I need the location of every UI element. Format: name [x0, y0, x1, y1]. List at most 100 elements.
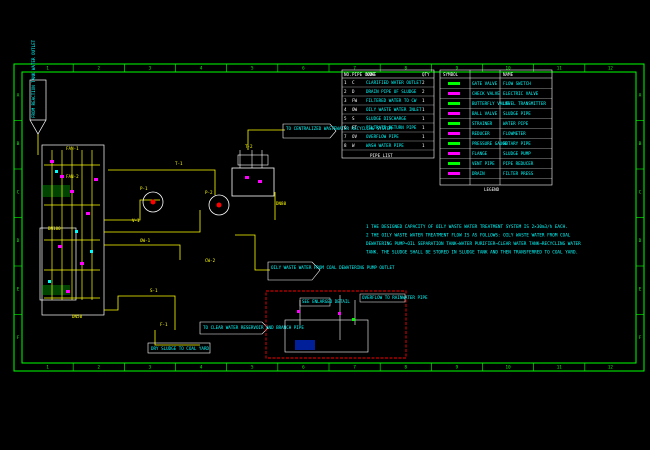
legend-header-cell: NAME [503, 72, 514, 77]
legend-cell: BALL VALVE [472, 111, 498, 116]
pipe-list-header-cell: PIPE CODE [352, 72, 375, 77]
detail-text-1: SEE ENLARGED DETAIL [302, 299, 350, 304]
grid-letter-right: F [639, 335, 642, 340]
pipe-list-cell: DRAIN PIPE OF SLUDGE [366, 89, 417, 94]
grid-number-bottom: 7 [353, 365, 356, 370]
bottom-flow-text: TO CLEAR WATER RESERVOIR AND BRANCH PIPE [203, 325, 304, 330]
filter-units [39, 144, 105, 316]
note-line: 2 THE OILY WASTE WATER TREATMENT FLOW IS… [366, 233, 571, 239]
detail-text-2: OVERFLOW TO RAINWATER PIPE [362, 295, 428, 300]
grid-number-top: 7 [353, 66, 356, 71]
legend-cell: PRESSURE GAUGE [472, 141, 508, 146]
legend-cell: ELECTRIC VALVE [503, 91, 539, 96]
process-pipes [104, 129, 285, 346]
grid-number-top: 1 [46, 66, 49, 71]
pipe-list-cell: 4 [344, 107, 347, 112]
pipe-list-cell: 8 [344, 143, 347, 148]
grid-number-top: 8 [404, 66, 407, 71]
legend-cell: FILTER PRESS [503, 171, 534, 176]
pipe-list-cell: CLARIFIED WATER OUTLET [366, 80, 422, 85]
equipment-label: V-1 [132, 218, 140, 223]
grid-number-bottom: 12 [608, 365, 614, 370]
legend-cell: DRAIN [472, 171, 485, 176]
pipe-list-cell: 6 [344, 125, 347, 130]
pipe-list-caption: PIPE LIST [370, 153, 393, 158]
grid-number-bottom: 9 [456, 365, 459, 370]
grid-number-bottom: 11 [557, 365, 563, 370]
grid-number-top: 3 [149, 66, 152, 71]
equipment-label: CW-2 [205, 258, 216, 263]
grid-number-top: 4 [200, 66, 203, 71]
grid-number-top: 2 [97, 66, 100, 71]
grid-number-top: 11 [557, 66, 563, 71]
notes: 1 THE DESIGNED CAPACITY OF OILY WASTE WA… [366, 224, 581, 256]
grid-letter-right: A [639, 92, 642, 97]
pipe-list-header-cell: QTY [422, 72, 430, 77]
pipe-list-cell: 1 [422, 143, 425, 148]
equipment-labels: FAN-1FAN-2P-1P-2T-1T-2V-1OW-1CW-2S-1F-1D… [48, 144, 287, 327]
grid-number-top: 12 [608, 66, 614, 71]
pipe-list-cell: SLUDGE DISCHARGE [366, 116, 407, 121]
grid-number-bottom: 1 [46, 365, 49, 370]
legend-cell: REDUCER [472, 131, 490, 136]
equipment-label: DN50 [72, 314, 83, 319]
grid-ticks [14, 64, 644, 371]
pipe-list-cell: FILTERED WATER TO CW [366, 98, 417, 103]
sludge-label: DRY SLUDGE TO COAL YARD [147, 342, 211, 354]
pipe-list-cell: OW [352, 107, 358, 112]
flow-label-right: OILY WASTE WATER FROM COAL DEWATERING PU… [267, 261, 395, 281]
pipe-list-cell: WASH WATER PIPE [366, 143, 404, 148]
grid-letter-left: A [17, 92, 20, 97]
pipe-list-cell: D [352, 89, 355, 94]
enlarged-detail: SEE ENLARGED DETAIL OVERFLOW TO RAINWATE… [265, 290, 428, 359]
pipe-list-cell: FW [352, 98, 358, 103]
equipment-label: T-2 [245, 144, 253, 149]
pipe-list-cell: OV [352, 134, 358, 139]
equipment-label: DN100 [48, 226, 61, 231]
grid-letter-right: E [639, 286, 642, 291]
equipment-label: S-1 [150, 288, 158, 293]
flow-label-bottom: TO CLEAR WATER RESERVOIR AND BRANCH PIPE [199, 321, 304, 335]
reaction-tank: FROM REACTION TANK WATER OUTLET [29, 39, 47, 155]
grid-letter-left: E [17, 286, 20, 291]
grid-number-bottom: 8 [404, 365, 407, 370]
clear-water-tank [231, 150, 275, 197]
left-tank-label: FROM REACTION TANK WATER OUTLET [31, 39, 36, 118]
grid-letter-right: D [639, 238, 642, 243]
pipe-list-cell: 2 [344, 89, 347, 94]
equipment-label: P-2 [205, 190, 213, 195]
pipe-list-cell: W [352, 143, 355, 148]
legend-cell: FLOWMETER [503, 131, 526, 136]
pipe-list-cell: FILTRATE RETURN PIPE [366, 125, 417, 130]
legend-cell: FLOW SWITCH [503, 81, 531, 86]
legend-header-cell: SYMBOL [443, 72, 459, 77]
grid-letter-left: F [17, 335, 20, 340]
pipe-list-cell: OVERFLOW PIPE [366, 134, 399, 139]
pump-p-2 [208, 194, 230, 216]
top-flow-text: TO CENTRALIZED WASTEWATER RECYCLING SYST… [286, 126, 392, 131]
flow-label-top: TO CENTRALIZED WASTEWATER RECYCLING SYST… [282, 123, 392, 139]
legend-cell: BUTTERFLY VALVE [472, 101, 510, 106]
pipe-list-cell: 1 [422, 134, 425, 139]
pipe-list-cell: 1 [422, 116, 425, 121]
pipe-list-cell: 5 [344, 116, 347, 121]
equipment-label: FAN-1 [66, 146, 79, 151]
pipe-list-cell: 1 [422, 107, 425, 112]
grid-letter-right: C [639, 189, 642, 194]
grid-number-bottom: 2 [97, 365, 100, 370]
equipment-label: F-1 [160, 322, 168, 327]
legend-cell: LEVEL TRANSMITTER [503, 101, 546, 106]
pipe-list-cell: FT [352, 125, 358, 130]
legend-cell: STRAINER [472, 121, 493, 126]
grid-letter-left: C [17, 189, 20, 194]
grid-number-top: 5 [251, 66, 254, 71]
note-line: DEWATERING PUMP→OIL SEPARATION TANK→WATE… [366, 241, 581, 247]
pipe-list-cell: 1 [422, 98, 425, 103]
sludge-text: DRY SLUDGE TO COAL YARD [151, 346, 209, 351]
legend-cell: GATE VALVE [472, 81, 498, 86]
